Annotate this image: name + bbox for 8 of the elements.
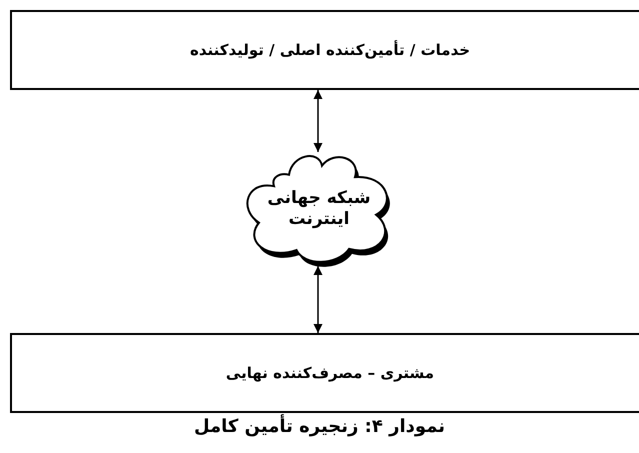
process-box bbox=[10, 10, 639, 90]
caption: نمودار ۴: زنجیره تأمین کامل bbox=[192, 416, 446, 437]
node-label: شبکه جهانی اینترنت bbox=[266, 188, 372, 230]
double-arrow bbox=[314, 90, 322, 152]
process-box bbox=[10, 333, 639, 413]
double-arrow bbox=[314, 266, 322, 333]
node-label: خدمات / تأمین‌کننده اصلی / تولیدکننده bbox=[190, 40, 470, 60]
node-label: مشتری – مصرف‌کننده نهایی bbox=[226, 364, 434, 382]
